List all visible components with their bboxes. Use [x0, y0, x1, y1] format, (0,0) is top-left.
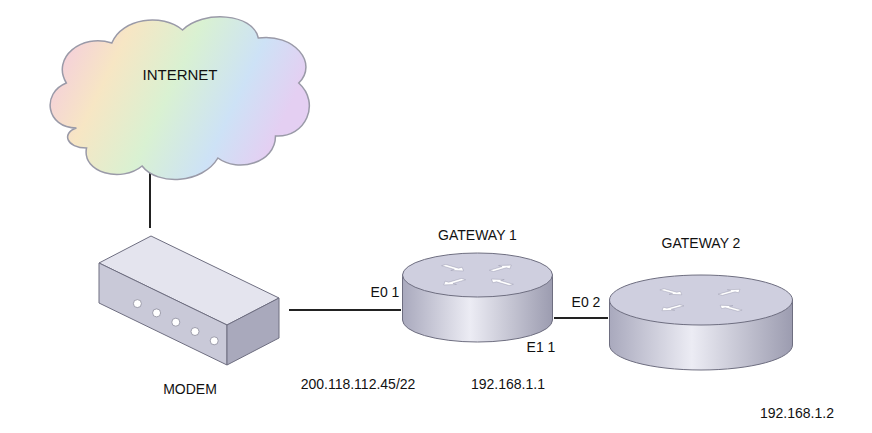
- modem-led: [210, 337, 218, 345]
- node-shape: [608, 232, 794, 377]
- network-cable: [554, 317, 608, 319]
- router-arrow: [656, 304, 687, 313]
- modem-led: [153, 309, 161, 317]
- port-name: E0 1: [369, 284, 402, 300]
- internet-cloud: INTERNET: [36, 8, 324, 186]
- ip-address: 200.118.112.45/22: [299, 376, 418, 392]
- node-shape: [91, 228, 289, 403]
- node-label: MODEM: [91, 381, 289, 397]
- modem-device: MODEM: [91, 228, 289, 403]
- modem-front: [99, 263, 227, 365]
- ip-address: 192.168.1.2: [758, 405, 836, 421]
- router-arrow: [715, 304, 746, 313]
- router-arrow: [486, 263, 517, 272]
- router-arrow: [438, 277, 469, 286]
- network-cable: [289, 309, 401, 311]
- router-arrow: [486, 277, 517, 286]
- node-label: GATEWAY 1: [401, 227, 554, 243]
- modem-led: [172, 318, 180, 326]
- router-arrow: [715, 288, 746, 297]
- modem-led: [133, 300, 141, 308]
- router-device: GATEWAY 1: [401, 222, 554, 352]
- port-name: E1 1: [525, 339, 558, 355]
- node-label: GATEWAY 2: [608, 235, 794, 251]
- router-top: [403, 253, 553, 297]
- node-shape: [36, 8, 324, 186]
- router-arrow: [438, 263, 469, 272]
- cloud-outline: [50, 17, 309, 180]
- router-arrow: [656, 288, 687, 297]
- ip-address: 192.168.1.1: [469, 376, 547, 392]
- node-label: INTERNET: [36, 66, 324, 83]
- modem-led: [191, 328, 199, 336]
- router-device: GATEWAY 2: [608, 232, 794, 377]
- modem-side: [227, 298, 279, 365]
- network-cable: [149, 186, 151, 228]
- router-top: [610, 275, 793, 325]
- port-name: E0 2: [570, 294, 603, 310]
